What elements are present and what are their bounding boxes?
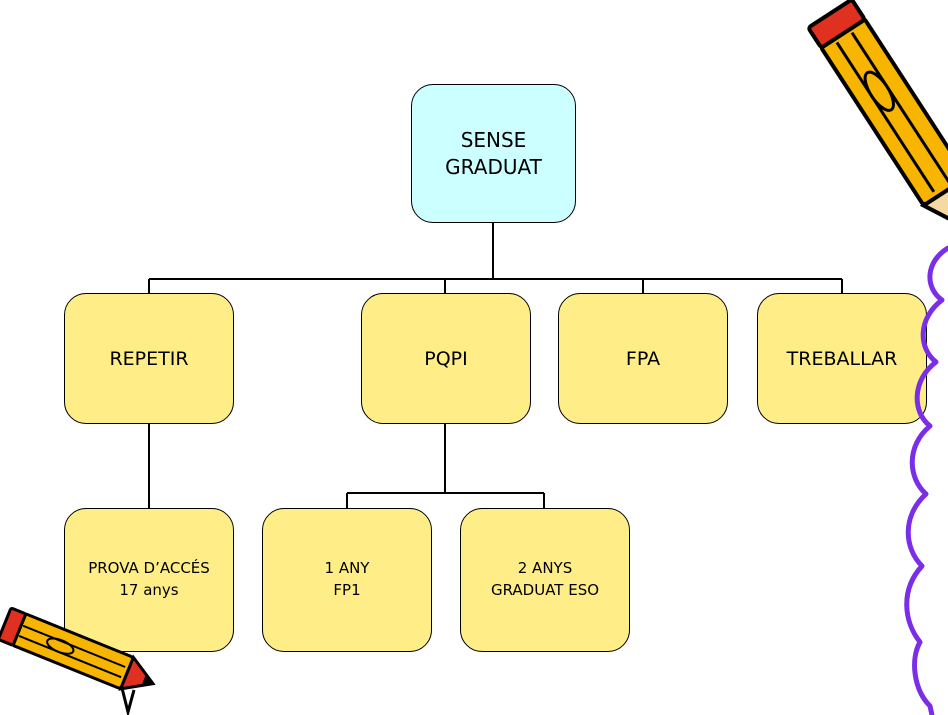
node-prova-acces: PROVA D’ACCÉS 17 anys <box>64 508 234 652</box>
node-label: 1 ANY FP1 <box>324 559 370 599</box>
node-1-any: 1 ANY FP1 <box>262 508 432 652</box>
node-repetir: REPETIR <box>64 293 234 424</box>
node-fpa: FPA <box>558 293 728 424</box>
node-sense-graduat: SENSE GRADUAT <box>411 84 576 223</box>
node-label: PROVA D’ACCÉS 17 anys <box>88 559 210 599</box>
node-label: PQPI <box>424 347 468 370</box>
node-label: REPETIR <box>109 347 189 370</box>
node-2-anys: 2 ANYS GRADUAT ESO <box>460 508 630 652</box>
node-label: SENSE GRADUAT <box>445 127 542 179</box>
node-pqpi: PQPI <box>361 293 531 424</box>
node-label: 2 ANYS GRADUAT ESO <box>490 559 600 599</box>
node-label: FPA <box>625 347 661 370</box>
node-treballar: TREBALLAR <box>757 293 927 424</box>
node-label: TREBALLAR <box>786 347 898 370</box>
